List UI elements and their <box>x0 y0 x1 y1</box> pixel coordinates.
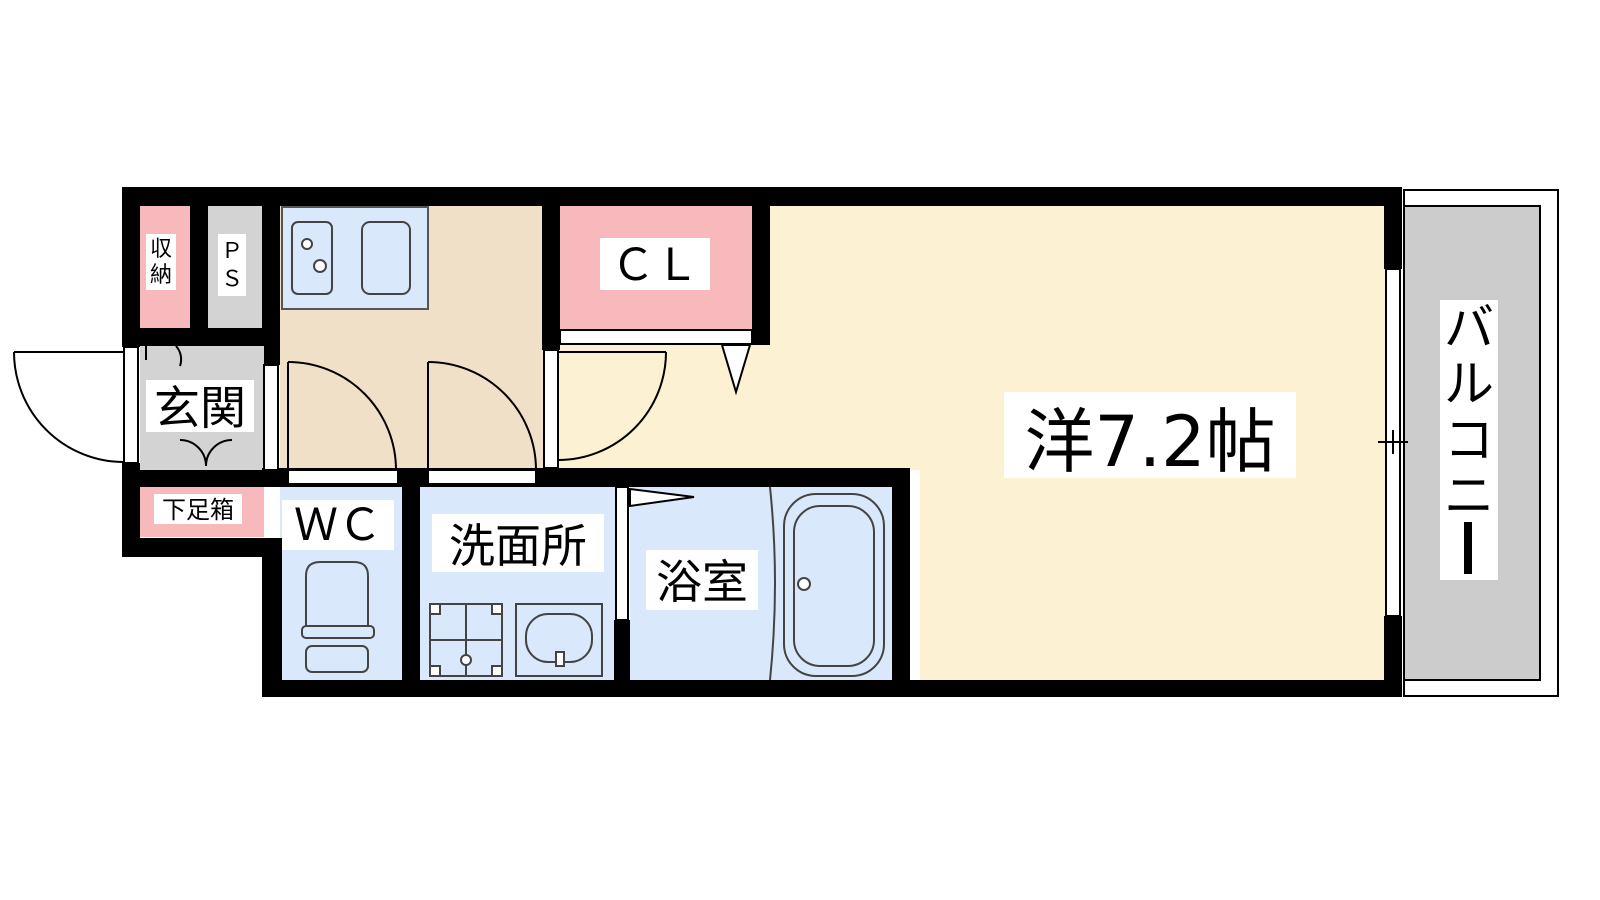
doors <box>13 344 1408 508</box>
balcony-label-1: バ <box>1444 299 1494 357</box>
balcony-label-4: ニ <box>1444 467 1494 525</box>
washroom-label: 洗面所 <box>449 519 587 573</box>
walls <box>122 187 1402 697</box>
western-room-label: 洋7.2帖 <box>1024 401 1275 483</box>
sink-icon <box>361 221 411 295</box>
balcony-label-3: コ <box>1444 411 1494 469</box>
closet-label: ＣＬ <box>611 240 699 291</box>
pipe-space-label-2: Ｓ <box>221 267 243 292</box>
toilet-label: ＷＣ <box>294 500 382 551</box>
balcony-label-5: ー <box>1469 569 1470 571</box>
balcony-label-5-mark <box>1464 522 1472 574</box>
bathroom-label: 浴室 <box>656 555 748 609</box>
fixtures <box>291 221 885 681</box>
storage-label-1: 収 <box>150 237 172 262</box>
balcony-label-2: ル <box>1444 355 1494 413</box>
toilet-icon <box>305 561 369 627</box>
shoe-cabinet-label: 下足箱 <box>162 496 234 524</box>
entrance-label: 玄関 <box>154 381 246 435</box>
stove-icon <box>291 221 333 295</box>
storage-label-2: 納 <box>150 263 172 288</box>
pipe-space-label-1: Ｐ <box>221 239 243 264</box>
